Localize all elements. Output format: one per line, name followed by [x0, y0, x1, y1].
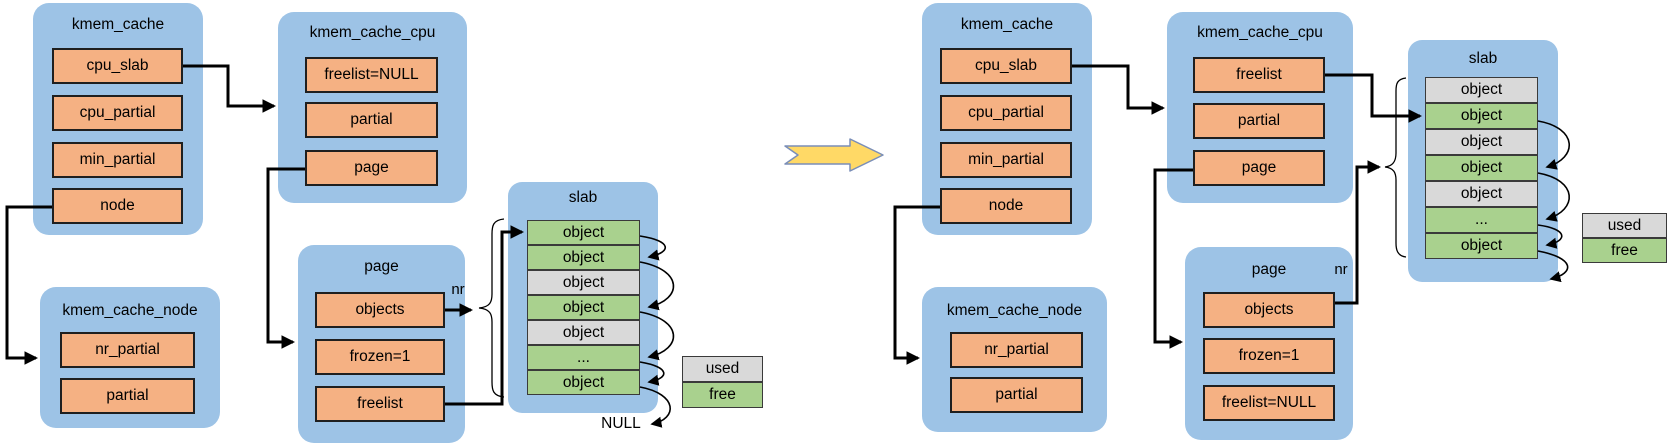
right-field-nr-partial: nr_partial	[950, 332, 1083, 368]
left-kmem-cache-node-title: kmem_cache_node	[62, 302, 198, 319]
left-slab-row: object	[527, 220, 640, 245]
left-slab-row: object	[527, 245, 640, 270]
left-kmem-cache-cpu-title: kmem_cache_cpu	[309, 24, 436, 41]
left-nr-label: nr	[451, 281, 465, 298]
right-slab-row: object	[1425, 103, 1538, 129]
left-field-cpu-slab: cpu_slab	[52, 48, 183, 84]
right-field-cpu-partial: cpu_partial	[940, 95, 1072, 131]
left-slab-row: object	[527, 295, 640, 320]
right-slab-title: slab	[1468, 50, 1498, 67]
right-field-node: node	[940, 188, 1072, 224]
right-slab-row: object	[1425, 233, 1538, 259]
legend-used-swatch-2: used	[1582, 213, 1667, 238]
right-slab-row: object	[1425, 181, 1538, 207]
left-field-node: node	[52, 188, 183, 224]
left-slab-row: object	[527, 270, 640, 295]
right-kmem-cache-title: kmem_cache	[960, 16, 1054, 33]
left-slab-row: object	[527, 320, 640, 345]
left-field-page: page	[305, 150, 438, 186]
right-slab-row: object	[1425, 129, 1538, 155]
legend-free-swatch-2: free	[1582, 238, 1667, 263]
right-field-page: page	[1193, 150, 1325, 186]
right-field-freelist-null: freelist=NULL	[1203, 385, 1335, 421]
right-slab-row: object	[1425, 77, 1538, 103]
left-kmem-cache-title: kmem_cache	[71, 16, 165, 33]
left-field-node-partial: partial	[60, 378, 195, 414]
legend-free-swatch: free	[682, 382, 763, 408]
right-slab-row: ...	[1425, 207, 1538, 233]
left-slab-row: ...	[527, 345, 640, 370]
right-field-frozen: frozen=1	[1203, 338, 1335, 374]
left-field-freelist: freelist	[315, 386, 445, 422]
right-slab-row: object	[1425, 155, 1538, 181]
right-field-freelist: freelist	[1193, 57, 1325, 93]
right-page-title: page	[1251, 261, 1287, 278]
left-page-title: page	[364, 258, 399, 275]
left-nr-brace	[478, 218, 505, 398]
right-kmem-cache-cpu-title: kmem_cache_cpu	[1197, 24, 1323, 41]
left-slab-title: slab	[568, 189, 598, 206]
legend-used-swatch: used	[682, 356, 763, 382]
left-field-objects: objects	[315, 292, 445, 328]
right-field-cpu-slab: cpu_slab	[940, 48, 1072, 84]
right-nr-brace	[1384, 77, 1407, 258]
left-field-cpu-partial: cpu_partial	[52, 95, 183, 131]
right-field-objects: objects	[1203, 292, 1335, 328]
left-field-freelist-null: freelist=NULL	[305, 57, 438, 93]
left-field-frozen: frozen=1	[315, 339, 445, 375]
right-field-node-partial: partial	[950, 377, 1083, 413]
right-nr-label: nr	[1334, 261, 1348, 278]
left-field-nr-partial: nr_partial	[60, 332, 195, 368]
left-field-cpu-partial-2: partial	[305, 102, 438, 138]
right-field-min-partial: min_partial	[940, 142, 1072, 178]
transition-arrow-icon	[784, 138, 884, 172]
left-field-min-partial: min_partial	[52, 142, 183, 178]
left-slab-row: object	[527, 370, 640, 395]
right-field-cpu-partial-2: partial	[1193, 103, 1325, 139]
left-null-label: NULL	[601, 415, 641, 432]
right-kmem-cache-node-title: kmem_cache_node	[946, 302, 1083, 319]
